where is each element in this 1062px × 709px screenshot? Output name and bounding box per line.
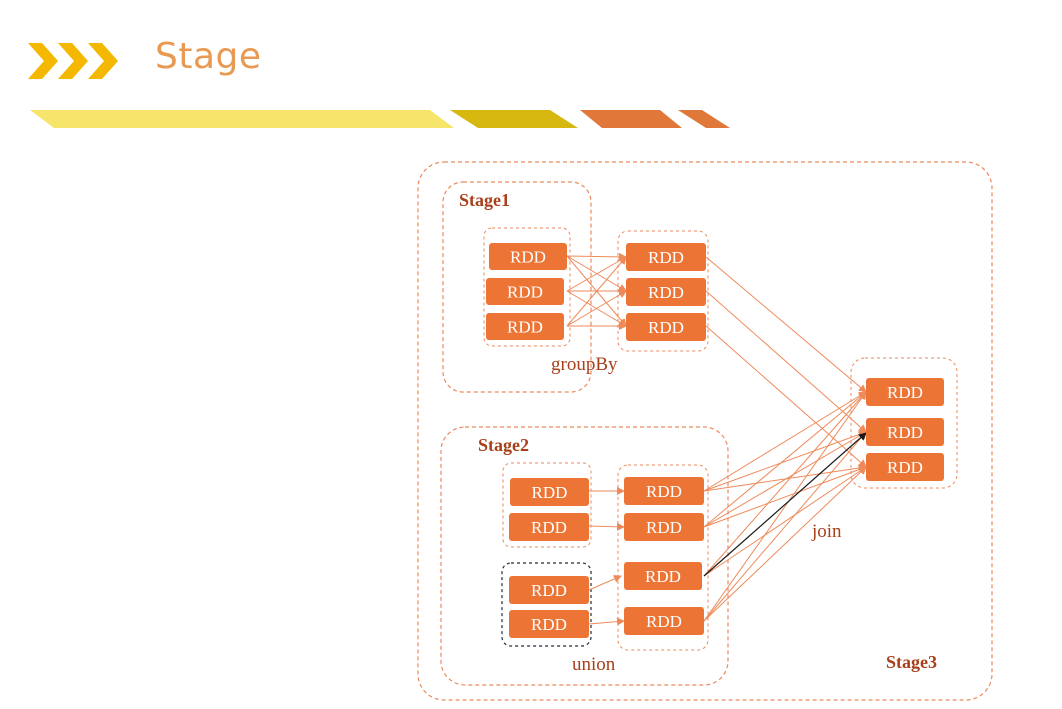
stage1-label: Stage1 (459, 190, 510, 210)
stage3-label: Stage3 (886, 652, 937, 672)
rdd-box: RDD (624, 607, 704, 635)
rdd-label: RDD (531, 615, 567, 634)
stage3-rdd-group (850, 357, 958, 489)
stage2-union-group (501, 562, 592, 647)
rdd-box: RDD (624, 477, 704, 505)
rdd-box-shape (626, 243, 706, 271)
rdd-label: RDD (531, 581, 567, 600)
rdd-box-shape (486, 278, 564, 305)
rdd-box-shape (510, 478, 589, 506)
stage2-input-group-a (502, 462, 592, 548)
rdd-box: RDD (866, 378, 944, 406)
rdd-box-shape (626, 313, 706, 341)
rdd-label: RDD (887, 423, 923, 442)
rdd-box-shape (509, 610, 589, 638)
rdd-box: RDD (866, 418, 944, 446)
rdd-box-shape (624, 477, 704, 505)
rdd-box: RDD (624, 513, 704, 541)
rdd-label: RDD (648, 318, 684, 337)
stage2-narrow-arrows (588, 487, 625, 626)
rdd-label: RDD (887, 458, 923, 477)
rdd-label: RDD (507, 283, 543, 302)
rdd-box-shape (624, 562, 702, 590)
rdd-box: RDD (866, 453, 944, 481)
groupby-shuffle-arrows (566, 252, 627, 330)
header-decor-bar (30, 110, 730, 128)
join-arrows-stage2 (703, 391, 867, 622)
rdd-box-shape (489, 243, 567, 270)
stage2-label: Stage2 (478, 435, 529, 455)
join-arrow-highlight (703, 432, 867, 577)
rdd-label: RDD (532, 483, 568, 502)
rdd-box: RDD (486, 313, 564, 340)
rdd-box-shape (486, 313, 564, 340)
rdd-box-shape (866, 378, 944, 406)
rdd-label: RDD (646, 612, 682, 631)
stage1-input-group (483, 227, 571, 347)
rdd-box-shape (509, 576, 589, 604)
page-title: Stage (155, 36, 262, 77)
rdd-label: RDD (507, 318, 543, 337)
rdd-label: RDD (646, 482, 682, 501)
rdd-box-shape (866, 453, 944, 481)
rdd-label: RDD (531, 518, 567, 537)
rdd-box-shape (626, 278, 706, 306)
groupby-label: groupBy (551, 354, 618, 375)
stage2-output-group (617, 464, 709, 651)
header-chevrons-icon (28, 43, 118, 79)
rdd-box: RDD (486, 278, 564, 305)
rdd-box: RDD (509, 610, 589, 638)
rdd-box: RDD (509, 513, 589, 541)
rdd-label: RDD (648, 248, 684, 267)
rdd-box: RDD (509, 576, 589, 604)
join-label: join (811, 521, 842, 542)
stage1-container (442, 181, 592, 393)
join-arrows-stage1 (705, 256, 867, 468)
rdd-box-shape (624, 607, 704, 635)
rdd-label: RDD (646, 518, 682, 537)
rdd-box: RDD (510, 478, 589, 506)
stage3-container (417, 161, 993, 701)
stage2-container (440, 426, 729, 686)
rdd-box-shape (866, 418, 944, 446)
rdd-label: RDD (648, 283, 684, 302)
union-label: union (572, 654, 616, 675)
rdd-box-shape (624, 513, 704, 541)
rdd-label: RDD (510, 248, 546, 267)
rdd-box: RDD (626, 313, 706, 341)
rdd-box: RDD (489, 243, 567, 270)
rdd-label: RDD (887, 383, 923, 402)
rdd-box: RDD (626, 278, 706, 306)
rdd-box-shape (509, 513, 589, 541)
rdd-box: RDD (624, 562, 702, 590)
rdd-label: RDD (645, 567, 681, 586)
rdd-box: RDD (626, 243, 706, 271)
